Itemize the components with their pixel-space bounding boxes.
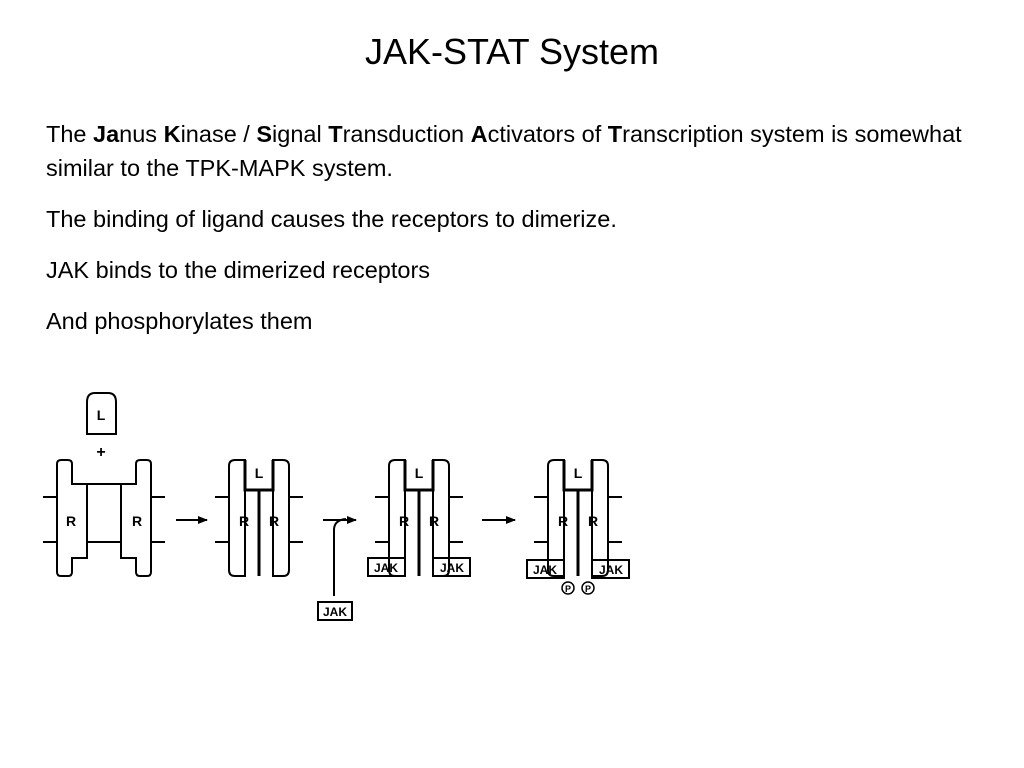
jak-left-4	[526, 559, 565, 579]
receptor-label: R	[132, 513, 142, 529]
receptor-left	[56, 459, 88, 577]
phosphate-label: P	[565, 584, 571, 594]
plus-label: +	[96, 444, 105, 461]
intro-segment: Ja	[93, 121, 120, 147]
ligand-shape	[86, 392, 117, 435]
receptor-label: R	[239, 513, 249, 529]
receptor-label: R	[66, 513, 76, 529]
slide-title: JAK-STAT System	[364, 31, 660, 72]
ligand-label: L	[255, 465, 264, 481]
jak-label: JAK	[323, 605, 347, 619]
jak-binding-paragraph: JAK binds to the dimerized receptors	[46, 257, 431, 283]
panel-3-jak-bound	[367, 459, 471, 577]
intro-segment: T	[607, 121, 623, 147]
jak-incoming-arrow	[333, 518, 347, 596]
panel-1-ligand-and-receptors	[43, 392, 165, 577]
receptor-label: R	[429, 513, 439, 529]
panel-4-phosphorylated	[526, 459, 630, 595]
phosphorylation-paragraph: And phosphorylates them	[46, 308, 313, 334]
receptor-label: R	[588, 513, 598, 529]
intro-segment: A	[470, 121, 488, 147]
binding-paragraph: The binding of ligand causes the recepto…	[46, 206, 617, 232]
ligand-label: L	[97, 407, 106, 423]
intro-segment: T	[328, 121, 343, 147]
jak-left-3	[367, 557, 406, 577]
jak-label: JAK	[440, 561, 464, 575]
jak-label: JAK	[533, 563, 557, 577]
phosphate-label: P	[585, 584, 591, 594]
intro-segment: K	[163, 121, 181, 147]
intro-segment: ctivators of	[487, 121, 608, 147]
jak-label: JAK	[599, 563, 623, 577]
intro-segment: ranscription system is somewhat similar …	[46, 121, 962, 181]
intro-segment: The	[46, 121, 94, 147]
free-jak-box	[317, 601, 353, 621]
intro-segment: ransduction	[342, 121, 471, 147]
intro-paragraph: The Janus Kinase / Signal Transduction A…	[46, 117, 1006, 185]
receptor-label: R	[269, 513, 279, 529]
receptor-label: R	[399, 513, 409, 529]
panel-2-dimerized-receptors	[215, 459, 303, 577]
receptor-right	[120, 459, 152, 577]
intro-segment: nus	[119, 121, 164, 147]
ligand-label: L	[574, 465, 583, 481]
phosphate-right	[581, 581, 595, 595]
jak-label: JAK	[374, 561, 398, 575]
receptor-label: R	[558, 513, 568, 529]
jak-right-3	[432, 557, 471, 577]
jak-right-4	[591, 559, 630, 579]
ligand-label: L	[415, 465, 424, 481]
phosphate-left	[561, 581, 575, 595]
intro-segment: inase /	[180, 121, 257, 147]
intro-segment: S	[256, 121, 273, 147]
intro-segment: ignal	[272, 121, 329, 147]
slide-body: The Janus Kinase / Signal Transduction A…	[46, 117, 1006, 355]
